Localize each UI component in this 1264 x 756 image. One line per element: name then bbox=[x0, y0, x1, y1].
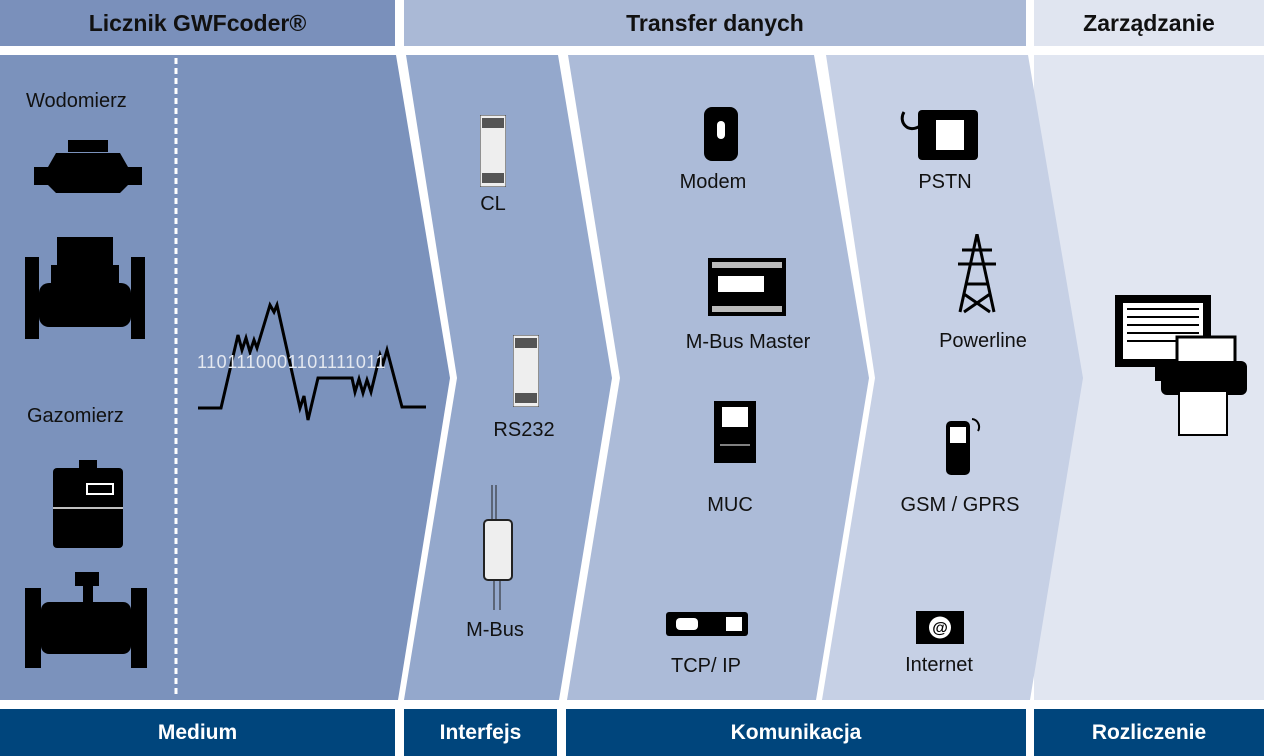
header-band-management bbox=[1034, 0, 1264, 46]
svg-text:@: @ bbox=[932, 620, 948, 637]
band-communication bbox=[567, 55, 869, 700]
label-modem: Modem bbox=[679, 171, 747, 193]
powerline-tower-icon bbox=[958, 234, 996, 314]
rs232-module-icon bbox=[513, 335, 539, 407]
header-meter: Licznik GWFcoder® bbox=[88, 9, 307, 36]
water-meter-large-icon bbox=[25, 237, 145, 339]
label-water-meter: Wodomierz bbox=[26, 90, 127, 112]
internet-at-icon: @ bbox=[916, 611, 964, 644]
tcp-ip-device-icon bbox=[666, 612, 748, 636]
label-muc: MUC bbox=[707, 494, 753, 516]
gas-meter-icon bbox=[53, 460, 123, 548]
label-internet: Internet bbox=[905, 654, 973, 676]
footer-communication: Komunikacja bbox=[566, 709, 1026, 756]
computer-printer-icon bbox=[1115, 295, 1247, 436]
label-mbus: M-Bus bbox=[466, 619, 524, 641]
label-cl: CL bbox=[480, 193, 506, 215]
label-mbus-master: M-Bus Master bbox=[685, 331, 811, 353]
mbus-module-icon bbox=[483, 485, 513, 610]
footer-medium: Medium bbox=[0, 709, 395, 756]
water-meter-small-icon bbox=[34, 140, 142, 193]
label-pstn: PSTN bbox=[918, 171, 972, 193]
header-band-meter bbox=[0, 0, 395, 46]
telephone-icon bbox=[900, 110, 978, 160]
label-gas-meter: Gazomierz bbox=[27, 405, 124, 427]
muc-icon bbox=[714, 401, 756, 463]
label-rs232: RS232 bbox=[493, 419, 555, 441]
label-powerline: Powerline bbox=[939, 330, 1027, 352]
label-tcp-ip: TCP/ IP bbox=[670, 655, 742, 677]
gas-meter-large-icon bbox=[25, 572, 147, 668]
modem-icon bbox=[704, 107, 738, 161]
mobile-phone-icon bbox=[946, 418, 981, 475]
footer-interface: Interfejs bbox=[404, 709, 557, 756]
band-interface bbox=[404, 55, 612, 700]
header-transfer: Transfer danych bbox=[626, 9, 804, 36]
cl-module-icon bbox=[480, 115, 506, 187]
binary-signal-text: 1101110001101111011 bbox=[197, 352, 387, 372]
header-band-transfer bbox=[404, 0, 1026, 46]
header-management: Zarządzanie bbox=[1083, 9, 1215, 36]
mbus-master-icon bbox=[708, 258, 786, 316]
signal-waveform bbox=[198, 300, 426, 421]
footer-billing: Rozliczenie bbox=[1034, 709, 1264, 756]
band-network bbox=[822, 55, 1083, 700]
label-gsm-gprs: GSM / GPRS bbox=[900, 494, 1020, 516]
